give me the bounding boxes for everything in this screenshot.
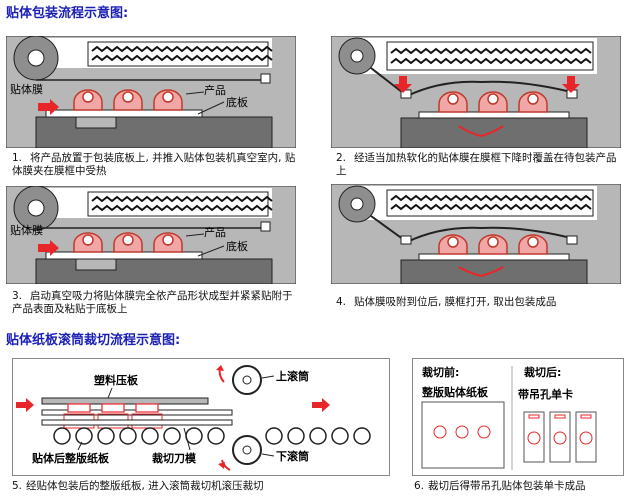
plastic-plate-label: 塑料压板: [94, 373, 139, 387]
cutting-title: 贴体纸板滚筒裁切流程示意图:: [6, 333, 181, 348]
base-label-3: 底板: [226, 239, 248, 253]
step4-diagram: [331, 184, 621, 284]
base-label: 底板: [226, 95, 248, 109]
step5-text: 经贴体包装后的整版纸板, 进入滚筒裁切机滚压裁切: [26, 480, 264, 492]
die-label: 裁切刀模: [152, 451, 197, 465]
roller-diagram: 上滚筒 塑料压板 下滚筒 贴体后整版纸板 裁切刀模: [12, 358, 390, 476]
before-label: 裁切前:: [422, 365, 459, 379]
lower-roller-label: 下滚筒: [276, 449, 309, 463]
step6-text: 裁切后得带吊孔贴体包装单卡成品: [428, 480, 586, 492]
board-label: 贴体后整版纸板: [31, 451, 110, 465]
step5-num: 5.: [12, 480, 23, 492]
step1-diagram: 贴体膜 产品 底板: [6, 36, 296, 148]
before-name: 整版贴体纸板: [421, 385, 489, 399]
step1-text: 将产品放置于包装底板上, 并推入贴体包装机真空室内, 贴体膜夹在膜框中受热: [12, 152, 296, 177]
step3-caption: 3.启动真空吸力将贴体膜完全依产品形状成型并紧紧贴附于产品表面及粘贴于底板上: [12, 290, 298, 316]
film-label: 贴体膜: [10, 82, 43, 96]
step4-num: 4.: [336, 296, 347, 308]
cut-result-diagram: 裁切前: 整版贴体纸板 裁切后: 带吊孔单卡: [412, 358, 624, 476]
step3-num: 3.: [12, 290, 23, 302]
film-label-3: 贴体膜: [10, 223, 43, 237]
product-label: 产品: [204, 83, 226, 97]
step4-caption: 4. 贴体膜吸附到位后, 膜框打开, 取出包装成品: [336, 296, 622, 309]
step1-caption: 1.将产品放置于包装底板上, 并推入贴体包装机真空室内, 贴体膜夹在膜框中受热: [12, 152, 298, 178]
step4-text: 贴体膜吸附到位后, 膜框打开, 取出包装成品: [354, 296, 557, 308]
step2-text: 经适当加热软化的贴体膜在膜框下降时覆盖在待包装产品上: [336, 152, 617, 177]
after-name: 带吊孔单卡: [518, 387, 573, 401]
after-label: 裁切后:: [524, 365, 561, 379]
step2-diagram: [331, 36, 621, 148]
step3-diagram: 贴体膜 产品 底板: [6, 186, 296, 284]
step6-num: 6.: [414, 480, 425, 492]
step6-caption: 6.裁切后得带吊孔贴体包装单卡成品: [414, 480, 628, 493]
step1-num: 1.: [12, 152, 23, 164]
upper-roller-label: 上滚筒: [276, 369, 309, 383]
step5-caption: 5.经贴体包装后的整版纸板, 进入滚筒裁切机滚压裁切: [12, 480, 392, 493]
step2-num: 2.: [336, 152, 347, 164]
product-label-3: 产品: [204, 225, 226, 239]
process-title: 贴体包装流程示意图:: [6, 6, 129, 21]
step2-caption: 2.经适当加热软化的贴体膜在膜框下降时覆盖在待包装产品上: [336, 152, 622, 178]
step3-text: 启动真空吸力将贴体膜完全依产品形状成型并紧紧贴附于产品表面及粘贴于底板上: [12, 290, 293, 315]
